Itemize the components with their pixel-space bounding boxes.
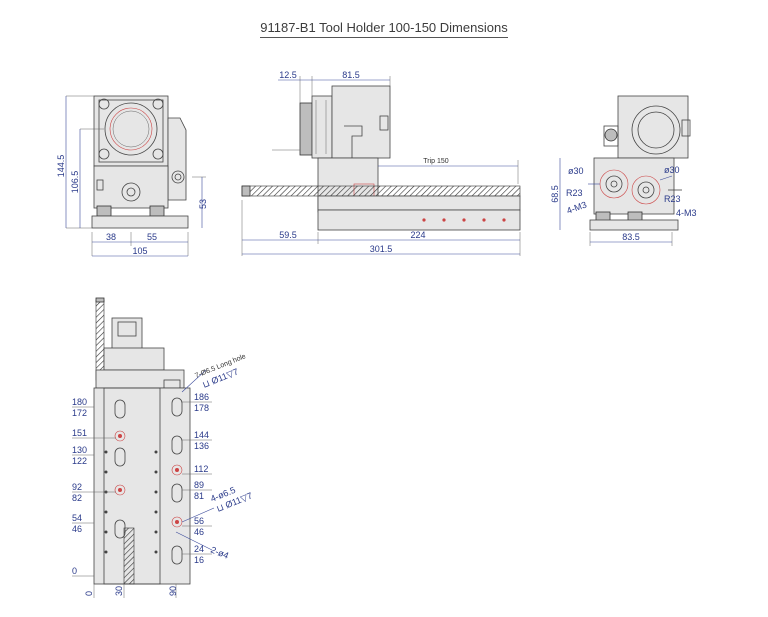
side-view: Trip 150 12.5 81.5 59.5 224 301.5 xyxy=(241,70,521,256)
dim-side-offset-top: 12.5 xyxy=(279,70,297,80)
dim-front-width-total: 105 xyxy=(132,246,147,256)
right-motor-housing xyxy=(617,95,689,159)
dim-left-172: 172 xyxy=(72,408,87,418)
bottom-left-dims: 180 172 151 130 122 92 82 54 46 0 xyxy=(72,397,116,577)
dim-right-24: 24 xyxy=(194,544,204,554)
bottom-motor-mount xyxy=(95,369,185,389)
front-base-plate xyxy=(91,215,189,229)
right-bore-right xyxy=(631,175,661,205)
dim-side-base-right: 224 xyxy=(410,230,425,240)
dim-right-89: 89 xyxy=(194,480,204,490)
side-rail xyxy=(317,209,521,231)
dim-left-180: 180 xyxy=(72,397,87,407)
dim-left-82: 82 xyxy=(72,493,82,503)
dim-right-width: 83.5 xyxy=(622,232,640,242)
dim-side-width-top: 81.5 xyxy=(342,70,360,80)
right-dia-left: ø30 xyxy=(568,166,584,176)
front-motor-bore xyxy=(109,107,153,151)
right-radius-left: R23 xyxy=(566,188,583,198)
dim-right-16: 16 xyxy=(194,555,204,565)
dim-left-0: 0 xyxy=(72,566,77,576)
dim-right-46: 46 xyxy=(194,527,204,537)
right-view: ø30 ø30 R23 R23 4-M3 4-M3 68.5 83.5 xyxy=(550,95,697,246)
drawing-title: 91187-B1 Tool Holder 100-150 Dimensions xyxy=(0,20,768,38)
dim-front-width-right: 55 xyxy=(147,232,157,242)
dim-left-130: 130 xyxy=(72,445,87,455)
dim-right-112: 112 xyxy=(194,464,208,474)
dim-right-186: 186 xyxy=(194,392,209,402)
right-dia-right: ø30 xyxy=(664,165,680,175)
side-motor xyxy=(331,85,391,159)
dim-right-81: 81 xyxy=(194,491,204,501)
dim-right-136: 136 xyxy=(194,441,209,451)
front-view: 144.5 106.5 53 38 55 105 xyxy=(56,95,208,257)
dim-front-height-center: 106.5 xyxy=(70,171,80,194)
dim-right-height: 68.5 xyxy=(550,185,560,203)
dim-left-92: 92 xyxy=(72,482,82,492)
dim-right-144: 144 xyxy=(194,430,209,440)
dim-front-height-total: 144.5 xyxy=(56,155,66,178)
drawing-title-text: 91187-B1 Tool Holder 100-150 Dimensions xyxy=(260,20,508,38)
right-radius-right: R23 xyxy=(664,194,681,204)
right-body xyxy=(593,157,675,215)
bottom-x-dims: 0 30 90 xyxy=(84,584,178,598)
dim-right-178: 178 xyxy=(194,403,209,413)
front-motor-flange xyxy=(104,102,158,156)
dim-left-46: 46 xyxy=(72,524,82,534)
dim-side-trip: Trip 150 xyxy=(423,158,449,165)
right-holes-left: 4-M3 xyxy=(565,199,588,215)
side-lead-screw xyxy=(241,185,521,197)
dim-side-base-left: 59.5 xyxy=(279,230,297,240)
bottom-main-plate xyxy=(93,387,191,585)
front-lower-body xyxy=(93,165,169,209)
front-screw-bore xyxy=(121,182,141,202)
side-flange xyxy=(299,102,313,156)
bottom-right-dims: 186 178 144 136 112 89 81 56 46 24 16 xyxy=(182,392,212,565)
dim-left-54: 54 xyxy=(72,513,82,523)
dim-left-122: 122 xyxy=(72,456,87,466)
dim-x-0: 0 xyxy=(84,591,94,596)
bottom-lead-screw xyxy=(95,299,105,381)
front-side-bracket xyxy=(167,117,187,201)
dim-left-151: 151 xyxy=(72,428,87,438)
dim-front-height-side: 53 xyxy=(198,199,208,209)
bottom-pin-note: 2-ø4 xyxy=(209,545,230,561)
dim-right-56: 56 xyxy=(194,516,204,526)
dim-front-width-left: 38 xyxy=(106,232,116,242)
right-base xyxy=(589,219,679,231)
bottom-view: 7-Ø6.5 Long hole ⊔ Ø11▽7 4-ø6.5 ⊔ Ø11▽7 … xyxy=(72,297,254,598)
dim-x-90: 90 xyxy=(168,586,178,596)
right-holes-right: 4-M3 xyxy=(676,208,697,218)
dim-side-length-total: 301.5 xyxy=(370,244,393,254)
dim-x-30: 30 xyxy=(114,586,124,596)
